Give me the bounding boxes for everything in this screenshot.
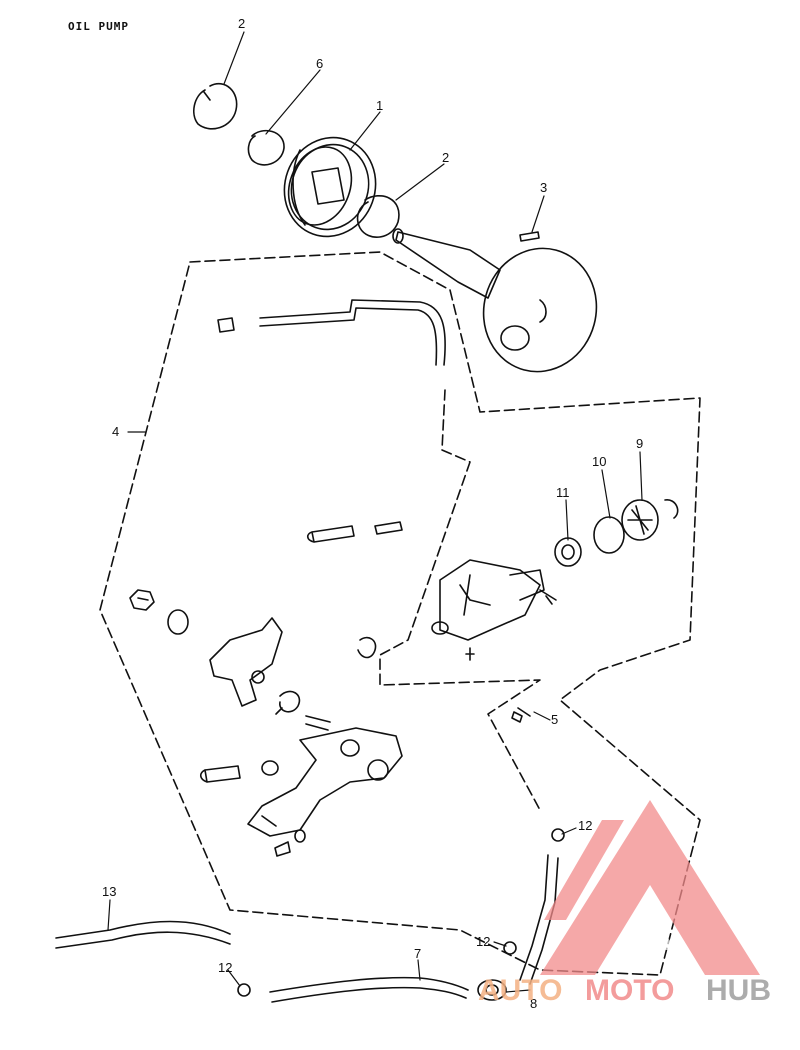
watermark-moto: MOTO <box>585 974 674 1007</box>
pump-body <box>431 559 557 661</box>
ring-6 <box>247 129 285 166</box>
nut <box>129 589 155 611</box>
callout-labels: 2 6 1 2 3 4 10 9 11 5 12 13 12 7 12 8 <box>102 16 643 1011</box>
bearing-11 <box>554 537 582 567</box>
callout-5: 5 <box>551 712 558 727</box>
watermark-auto: AUTO <box>478 974 562 1007</box>
callout-7: 7 <box>414 946 421 961</box>
washer-lower <box>261 760 279 776</box>
callout-8: 8 <box>530 996 537 1011</box>
assembly-outline-inner <box>379 389 541 811</box>
hose-13 <box>55 920 231 949</box>
callout-12b: 12 <box>476 934 490 949</box>
circlip-lower <box>356 195 400 238</box>
callout-13: 13 <box>102 884 116 899</box>
leader-lines <box>107 31 643 993</box>
bolt-upper <box>306 525 355 543</box>
pump-pulley <box>283 136 377 238</box>
callout-10: 10 <box>592 454 606 469</box>
watermark-triangle-icon <box>540 800 760 975</box>
hose-7 <box>269 976 469 1003</box>
callout-6: 6 <box>316 56 323 71</box>
screw-5 <box>511 707 531 723</box>
clip-12-b <box>503 941 517 955</box>
lever-arm <box>247 715 403 837</box>
callout-2a: 2 <box>238 16 245 31</box>
screw-upper <box>374 521 403 535</box>
small-screw <box>274 841 291 857</box>
callout-3: 3 <box>540 180 547 195</box>
clip-12-c <box>237 983 251 997</box>
hose-right <box>519 854 559 985</box>
callout-2b: 2 <box>442 150 449 165</box>
fitting-8 <box>477 979 507 1001</box>
gear-9 <box>621 499 679 541</box>
watermark-logo <box>540 800 760 975</box>
lever-spring <box>275 690 301 715</box>
callout-4: 4 <box>112 424 119 439</box>
washer <box>167 609 189 635</box>
callout-11: 11 <box>556 485 570 500</box>
pin-3 <box>519 231 540 242</box>
lever-plate <box>209 617 283 707</box>
callout-1: 1 <box>376 98 383 113</box>
oil-tube-upper <box>259 299 446 366</box>
diagram-title: OIL PUMP <box>68 20 129 33</box>
watermark-text: AUTO MOTO HUB <box>478 974 771 1007</box>
tube-cap <box>217 317 235 333</box>
pump-shaft <box>392 228 598 373</box>
watermark-hub: HUB <box>706 974 771 1007</box>
assembly-outline <box>99 251 701 976</box>
o-ring-10 <box>593 516 625 554</box>
callout-12a: 12 <box>578 818 592 833</box>
bolt-lower <box>199 765 241 783</box>
circlip-upper <box>193 83 238 130</box>
callout-12c: 12 <box>218 960 232 975</box>
clip-12-a <box>551 828 565 842</box>
small-clip <box>357 636 377 659</box>
callout-9: 9 <box>636 436 643 451</box>
